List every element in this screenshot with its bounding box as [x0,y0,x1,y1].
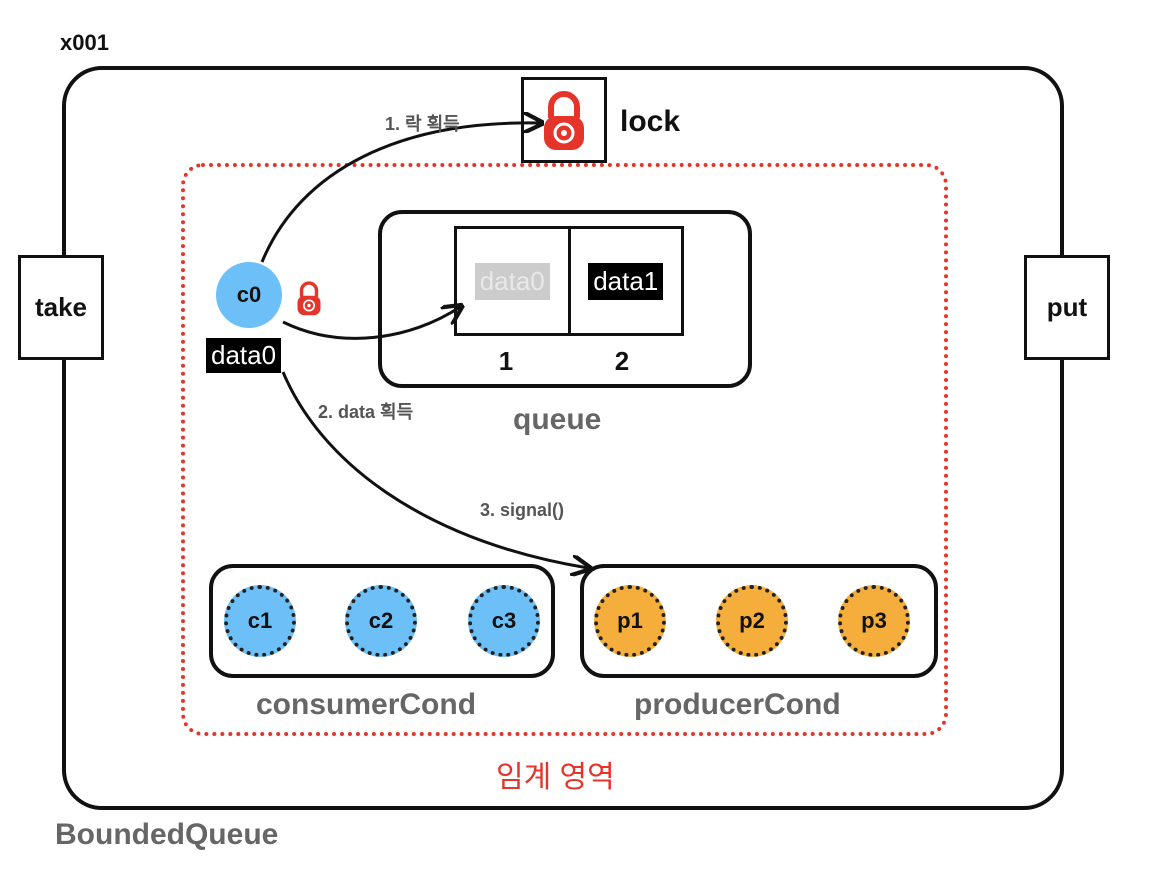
arrow-acquire-lock [260,123,540,263]
queue-slot-2: data1 [567,229,682,333]
consumer-cond-box [209,564,555,678]
thread-p3: p3 [838,585,910,657]
thread-p2: p2 [716,585,788,657]
bounded-queue-label: BoundedQueue [55,818,279,851]
queue-slot-1: data0 [457,229,568,333]
thread-c1: c1 [224,585,296,657]
producer-cond-box [580,564,938,678]
step-acquire-data: 2. data 획득 [318,402,414,422]
queue-box [378,210,752,388]
lock-label: lock [620,105,681,138]
held-lock-icon [297,281,321,316]
thread-p1: p1 [594,585,666,657]
queue-slot-1-index: 1 [498,346,514,376]
take-method-box: take [18,255,104,360]
arrow-take-data [282,307,460,340]
consumer-cond-label: consumerCond [256,688,477,721]
thread-c0: c0 [216,262,282,328]
held-data-label: data0 [206,338,282,373]
instance-address: x001 [60,30,109,55]
arrow-signal [281,371,588,568]
queue-label: queue [513,403,602,436]
critical-section-border [181,163,948,736]
queue-slot-2-index: 2 [614,346,630,376]
queue-slot-1-data: data0 [474,262,550,300]
step-acquire-lock: 1. 락 획득 [385,114,460,134]
step-signal: 3. signal() [480,500,565,520]
queue-slots: data0 data1 [454,226,684,336]
queue-slot-2-data: data1 [588,262,664,300]
put-method-box: put [1024,255,1110,360]
thread-c2: c2 [345,585,417,657]
lock-box [521,77,607,163]
critical-section-label: 임계 영역 [496,761,615,794]
thread-c3: c3 [468,585,540,657]
producer-cond-label: producerCond [634,688,841,721]
lock-icon [544,91,584,150]
bounded-queue-container [62,66,1064,810]
